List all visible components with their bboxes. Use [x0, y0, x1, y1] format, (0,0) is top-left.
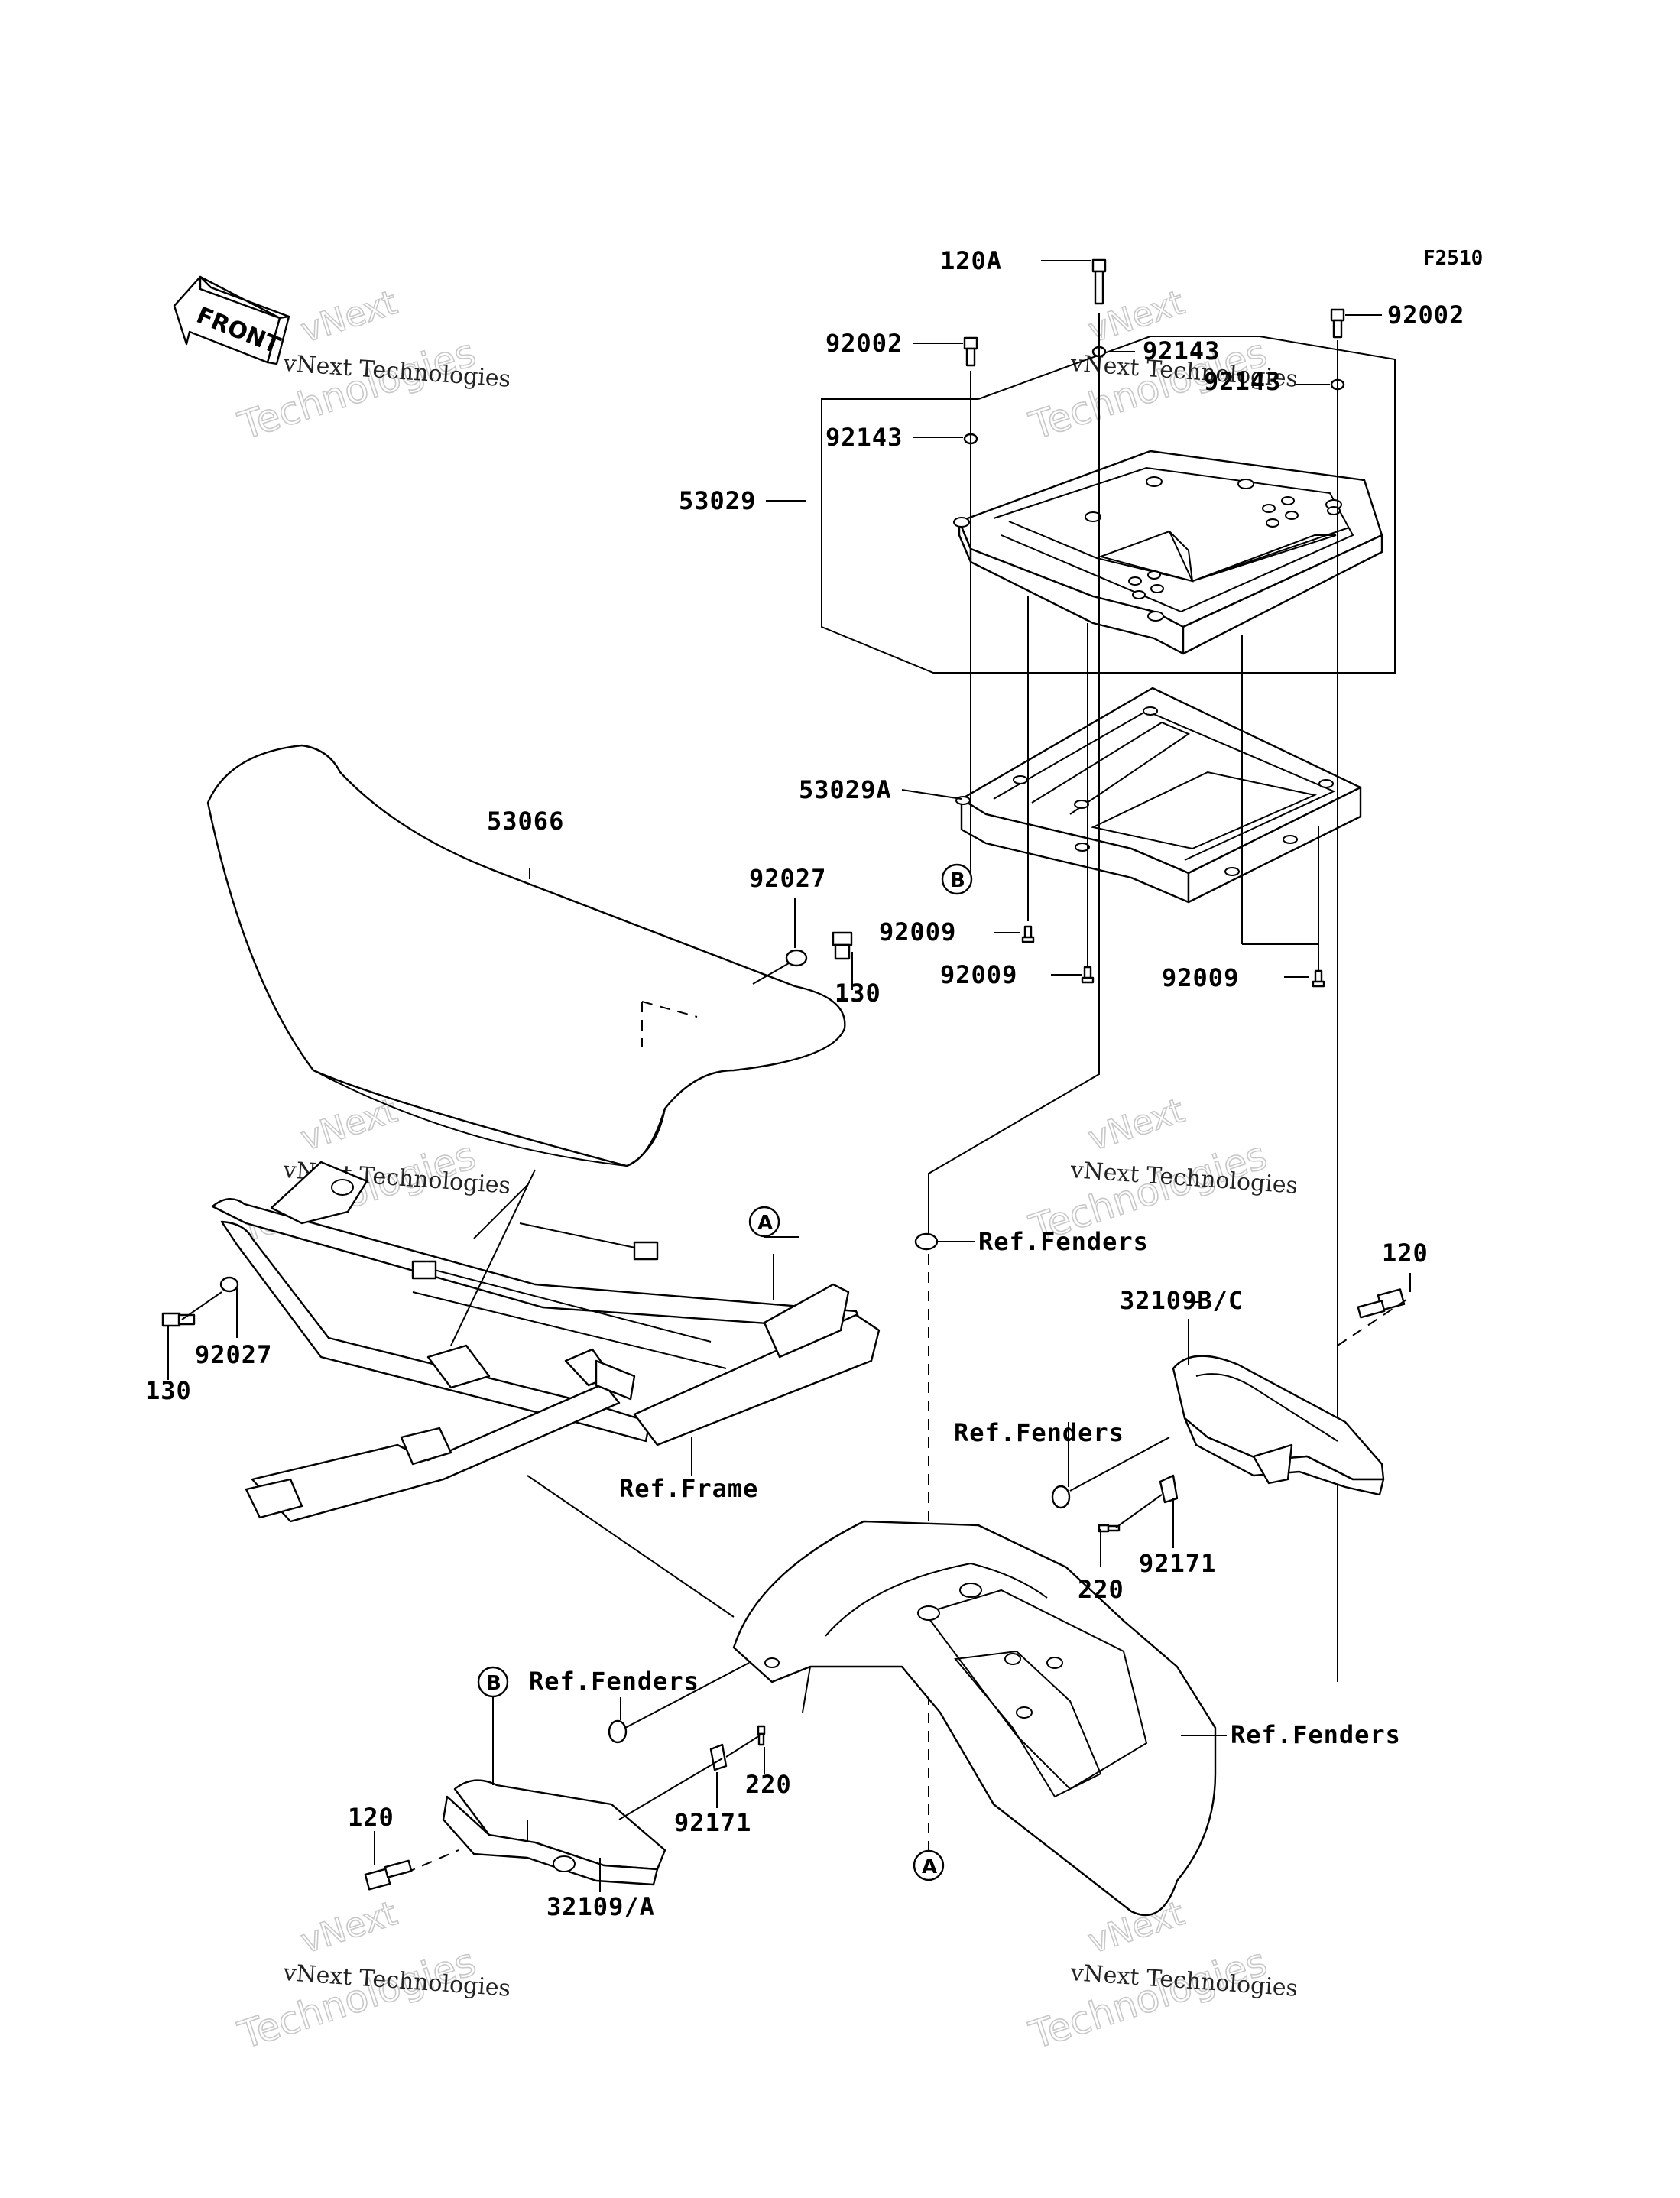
seat [206, 744, 846, 1167]
svg-text:A: A [757, 1212, 773, 1235]
label-92002-right: 92002 [1387, 300, 1464, 330]
leader-to-fender-mount [928, 971, 1100, 1242]
svg-text:B: B [950, 869, 965, 892]
watermark-technologies: Technologies [1024, 1940, 1272, 2058]
label-32109bc: 32109B/C [1120, 1286, 1244, 1315]
label-ref-fenders-3: Ref.Fenders [1231, 1720, 1401, 1749]
label-220-left: 220 [745, 1770, 792, 1799]
rack-bracket-top [978, 336, 1260, 400]
washer-92027-left [219, 1276, 239, 1293]
svg-text:B: B [486, 1672, 501, 1695]
label-92009-a: 92009 [879, 917, 956, 946]
svg-text:A: A [922, 1855, 937, 1878]
bolt-120-right [1357, 1288, 1406, 1319]
watermark-group-top-left: vNext Technologies vNext Technologies [232, 282, 511, 449]
label-92143-right: 92143 [1204, 367, 1281, 396]
label-120-left: 120 [348, 1803, 394, 1832]
washer-92027-top [785, 949, 808, 967]
label-92009-b: 92009 [940, 960, 1017, 989]
label-ref-fenders-2: Ref.Fenders [954, 1418, 1124, 1447]
bolt-92009-b [1081, 966, 1095, 984]
rack-bracket-outline [821, 336, 1396, 674]
bolt-92009-c [1312, 969, 1325, 988]
watermark-group-bottom-left: vNext Technologies vNext Technologies [232, 1893, 511, 2058]
label-53029a: 53029A [799, 775, 892, 804]
screw-220-left [757, 1725, 766, 1746]
label-ref-fenders-1: Ref.Fenders [978, 1227, 1149, 1256]
label-92009-c: 92009 [1162, 963, 1239, 992]
label-92027-top: 92027 [749, 864, 826, 893]
ref-marker-b-top: B [941, 863, 973, 895]
watermark-vnext: vNext [297, 283, 402, 350]
bolt-92009-a [1021, 925, 1035, 943]
bolt-130-left [161, 1312, 196, 1327]
screw-220-right [1098, 1524, 1121, 1533]
rear-sub-frame [211, 1161, 881, 1523]
label-120-right: 120 [1382, 1239, 1429, 1268]
grab-bar-right [1172, 1355, 1385, 1496]
label-53066: 53066 [487, 807, 564, 836]
label-130-left: 130 [145, 1376, 192, 1405]
label-130-top: 130 [835, 979, 881, 1008]
watermark-vnext: vNext [1084, 1091, 1189, 1158]
rear-fender [732, 1520, 1217, 1916]
label-32109a: 32109/A [546, 1892, 655, 1921]
bolt-92002-right [1330, 308, 1345, 339]
label-92143-top: 92143 [1143, 336, 1220, 365]
clip-92171-right [1159, 1474, 1179, 1504]
ref-marker-b-bottom: B [477, 1666, 509, 1698]
ref-marker-a-bottom: A [913, 1849, 945, 1881]
bolt-130-top [832, 931, 853, 960]
watermark-group-top-right: vNext Technologies vNext Technologies [1023, 282, 1299, 449]
label-ref-fenders-4: Ref.Fenders [529, 1667, 699, 1696]
grommet-ref-fenders-1 [914, 1232, 939, 1251]
watermark-technologies: Technologies [233, 1940, 481, 2058]
bolt-120a [1091, 258, 1107, 305]
label-92027-left: 92027 [195, 1340, 272, 1369]
watermark-vnext: vNext [297, 1894, 402, 1961]
ref-marker-a-top: A [748, 1206, 780, 1238]
label-220-right: 220 [1078, 1575, 1124, 1604]
clip-92171-left [709, 1743, 728, 1771]
grommet-ref-fenders-3 [608, 1719, 628, 1744]
carrier-base-plate [955, 687, 1362, 904]
label-92002-left: 92002 [825, 329, 903, 358]
watermark-vnext: vNext [297, 1091, 402, 1158]
figure-code: F2510 [1423, 247, 1483, 270]
watermark-group-bottom-right: vNext Technologies vNext Technologies [1023, 1893, 1299, 2058]
grommet-ref-fenders-2 [1051, 1485, 1071, 1509]
label-120a: 120A [940, 246, 1002, 275]
bolt-120-left [364, 1859, 413, 1891]
front-arrow-icon: FRONT [173, 275, 290, 365]
label-ref-frame: Ref.Frame [619, 1474, 758, 1503]
label-53029: 53029 [679, 486, 756, 515]
rear-carrier-rack [953, 450, 1383, 655]
bolt-92002-left [963, 336, 978, 367]
label-92171-right: 92171 [1139, 1549, 1216, 1578]
label-92171-left: 92171 [674, 1808, 751, 1837]
label-92143-left: 92143 [825, 423, 903, 452]
grab-bar-left [442, 1779, 666, 1886]
